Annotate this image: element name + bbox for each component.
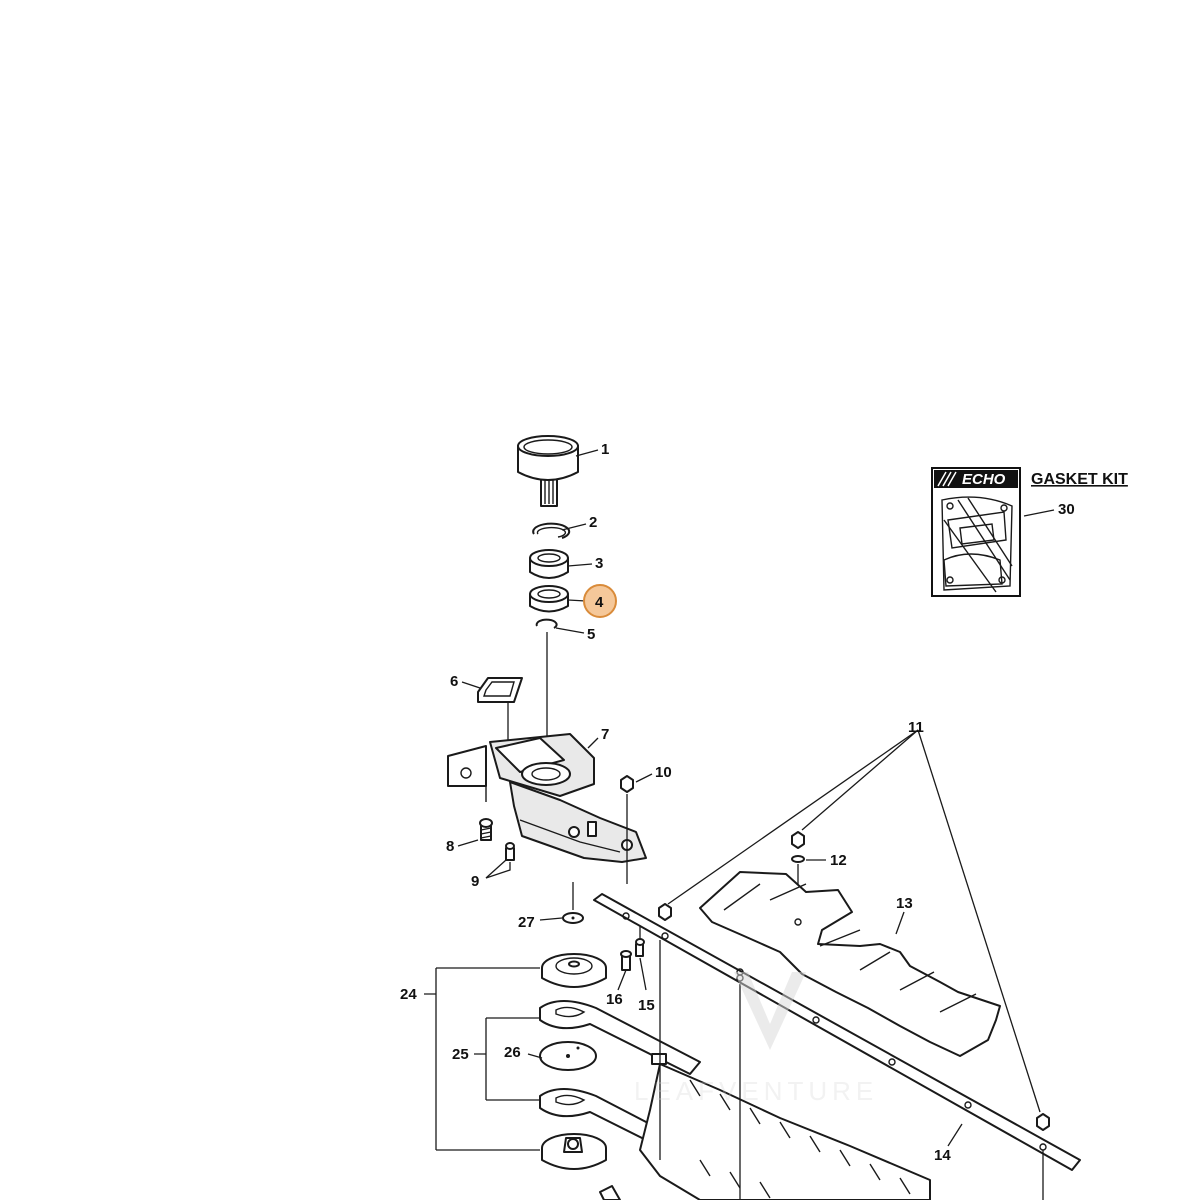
lower-blade — [599, 1063, 931, 1200]
part-26-plate[interactable] — [539, 1041, 597, 1071]
callout-15[interactable]: 15 — [638, 997, 655, 1014]
callout-6[interactable]: 6 — [450, 673, 458, 690]
part-2-circlip[interactable] — [532, 522, 571, 539]
logo-stripes — [937, 471, 957, 487]
part-14-guide-bar[interactable] — [593, 893, 1081, 1171]
part-9-grease-fitting[interactable] — [505, 842, 515, 861]
part-3-bearing[interactable] — [529, 549, 569, 579]
callout-11[interactable]: 11 — [908, 719, 924, 736]
callout-1[interactable]: 1 — [601, 441, 609, 458]
callout-10[interactable]: 10 — [655, 764, 672, 781]
part-6-cover[interactable] — [477, 677, 523, 703]
callout-2[interactable]: 2 — [589, 514, 597, 531]
callout-24[interactable]: 24 — [400, 986, 417, 1003]
callout-9[interactable]: 9 — [471, 873, 479, 890]
callout-16[interactable]: 16 — [606, 991, 623, 1008]
part-5-snap-ring[interactable] — [535, 618, 558, 629]
callout-12[interactable]: 12 — [830, 852, 847, 869]
callout-25[interactable]: 25 — [452, 1046, 469, 1063]
part-27-washer[interactable] — [562, 912, 584, 924]
part-24-gear-upper[interactable] — [541, 953, 607, 988]
callout-4[interactable]: 4 — [595, 594, 604, 611]
callout-7[interactable]: 7 — [601, 726, 609, 743]
callout-26[interactable]: 26 — [504, 1044, 521, 1061]
part-4-bearing[interactable] — [529, 585, 569, 613]
gasket-kit-box[interactable]: ECHO GASKET KIT — [931, 467, 1128, 597]
part-24-gear-lower[interactable] — [541, 1133, 607, 1170]
callout-labels: 1 2 3 4 5 6 7 8 9 10 11 12 13 14 15 16 2… — [400, 441, 1075, 1164]
callout-5[interactable]: 5 — [587, 626, 595, 643]
gasket-kit-illustration — [941, 496, 1013, 593]
part-8-screw[interactable] — [479, 818, 493, 841]
callout-14[interactable]: 14 — [934, 1147, 951, 1164]
callout-13[interactable]: 13 — [896, 895, 913, 912]
callout-3[interactable]: 3 — [595, 555, 603, 572]
part-12-washer[interactable] — [791, 855, 805, 863]
part-1-drive-cup[interactable] — [517, 435, 579, 507]
part-7-gear-case[interactable] — [447, 733, 647, 863]
callout-4-highlight[interactable] — [583, 584, 617, 618]
echo-logo: ECHO — [962, 471, 1006, 488]
callout-30[interactable]: 30 — [1058, 501, 1075, 518]
part-11-nut-a[interactable] — [658, 903, 672, 921]
callout-27[interactable]: 27 — [518, 914, 535, 931]
callout-8[interactable]: 8 — [446, 838, 454, 855]
leader-lines — [424, 449, 1055, 1151]
part-11-nut-c[interactable] — [1036, 1113, 1050, 1131]
watermark: LEAFVENTURE — [634, 972, 878, 1106]
part-16-screw[interactable] — [620, 950, 632, 971]
part-10-nut[interactable] — [620, 775, 634, 793]
watermark-text: LEAFVENTURE — [634, 1076, 878, 1106]
part-13-blade[interactable] — [699, 871, 1001, 1057]
part-11-nut-b[interactable] — [791, 831, 805, 849]
part-15-screw[interactable] — [635, 938, 645, 957]
gasket-kit-title: GASKET KIT — [1031, 471, 1128, 488]
